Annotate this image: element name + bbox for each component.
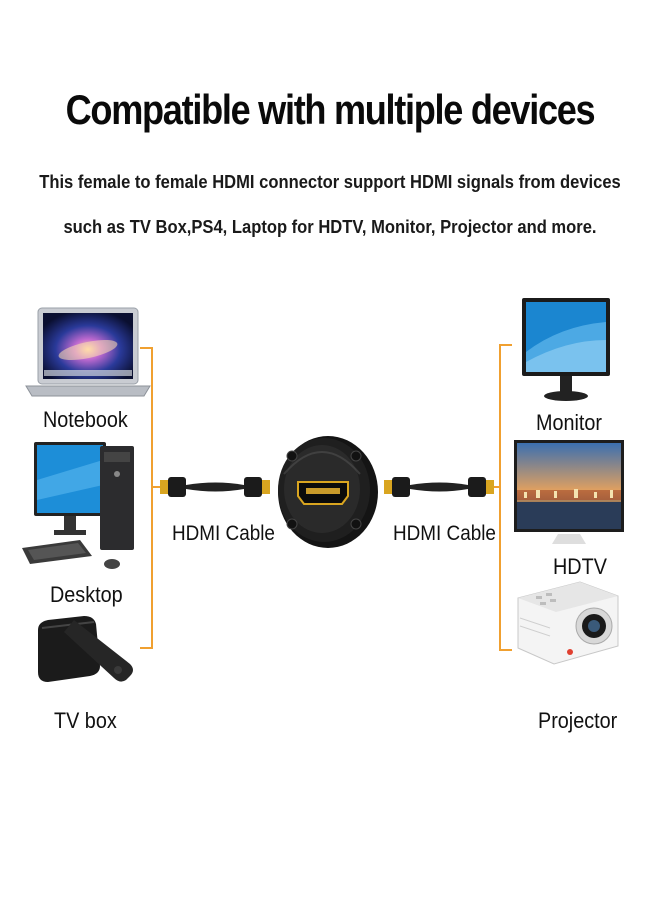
cable-label-right: HDMI Cable: [393, 522, 496, 545]
page-title: Compatible with multiple devices: [65, 86, 596, 133]
description-line-1: This female to female HDMI connector sup…: [39, 172, 621, 192]
hdmi-cable-right-icon: [384, 477, 494, 497]
hdmi-cable-left-icon: [160, 477, 270, 497]
hdtv-icon: [514, 440, 624, 544]
projector-icon: [517, 581, 619, 665]
device-label-tv-box: TV box: [54, 708, 117, 733]
laptop-icon: [25, 307, 151, 397]
device-label-projector: Projector: [538, 708, 618, 733]
tv-box-icon: [38, 616, 133, 682]
monitor-icon: [522, 298, 610, 401]
device-label-monitor: Monitor: [536, 410, 603, 435]
device-label-notebook: Notebook: [43, 407, 128, 432]
device-label-hdtv: HDTV: [553, 554, 607, 579]
cable-label-left: HDMI Cable: [172, 522, 275, 545]
device-label-desktop: Desktop: [50, 582, 123, 607]
hdmi-female-connector-icon: [278, 436, 378, 548]
description-line-2: such as TV Box,PS4, Laptop for HDTV, Mon…: [63, 217, 597, 237]
desktop-pc-icon: [22, 442, 134, 569]
